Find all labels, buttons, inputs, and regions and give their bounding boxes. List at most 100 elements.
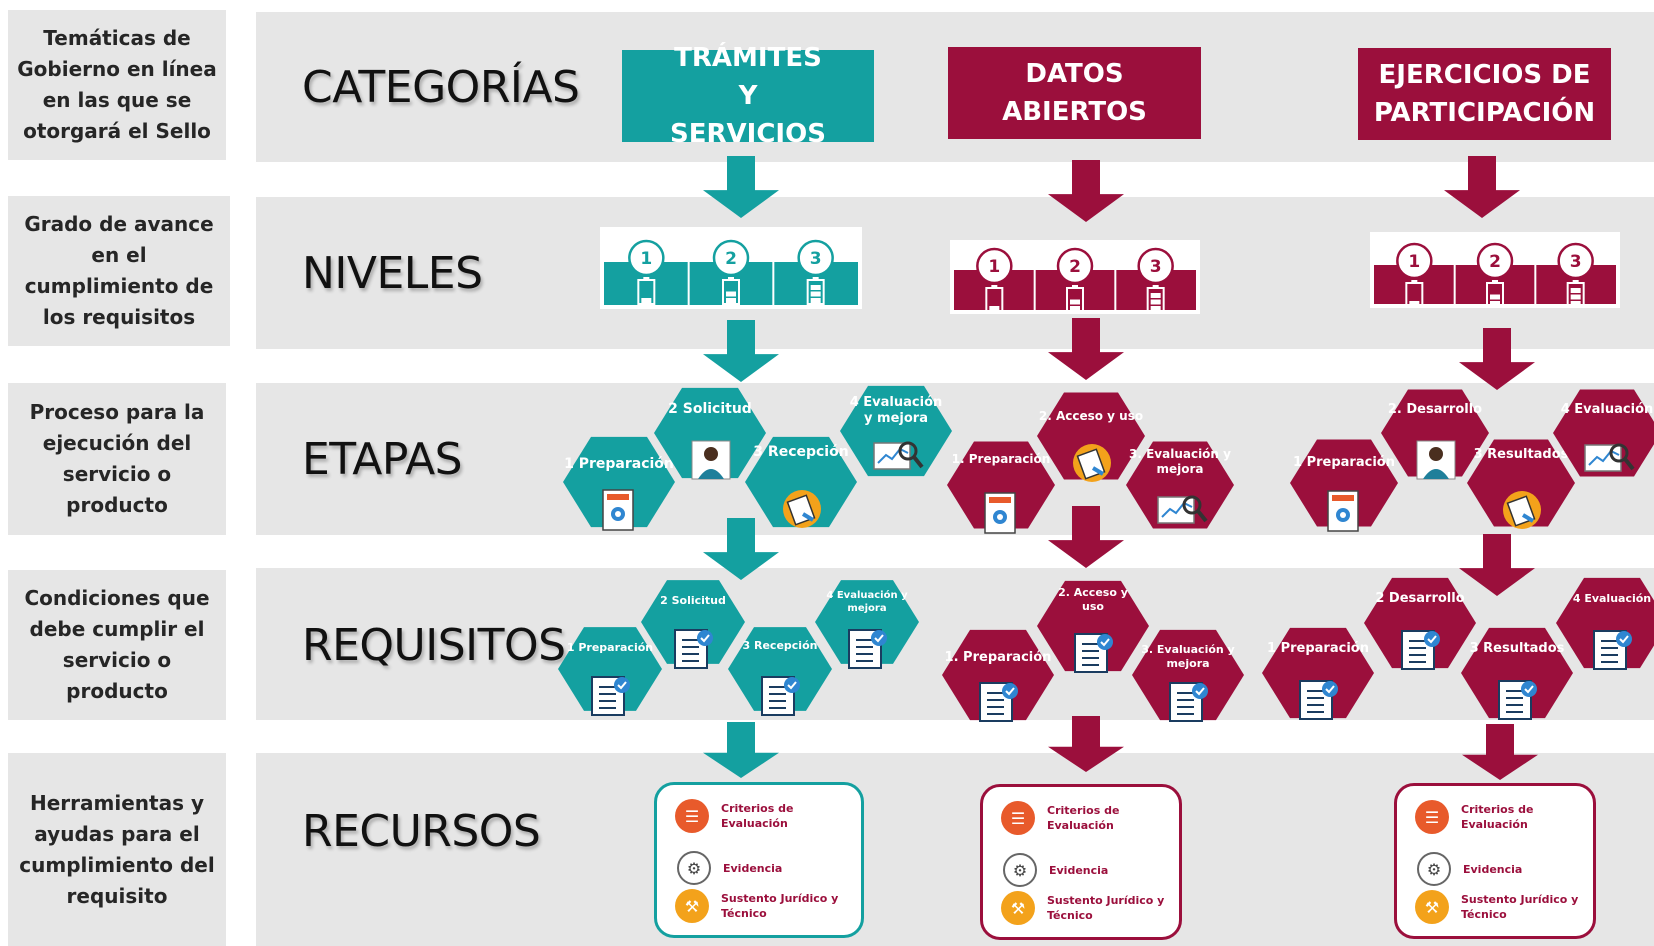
arrow-down-icon bbox=[1462, 724, 1538, 780]
battery-level bbox=[1150, 306, 1161, 311]
stage-hexagon: 2. Desarrollo bbox=[1381, 389, 1489, 480]
checklist-icon bbox=[1593, 630, 1632, 670]
row-title-categorias: CATEGORÍAS bbox=[302, 62, 580, 113]
battery-level bbox=[1409, 301, 1420, 306]
gear-document-icon bbox=[1327, 490, 1359, 532]
arrow-down-icon bbox=[703, 722, 779, 778]
battery-icon bbox=[1492, 280, 1498, 283]
hexagon-label: mejora bbox=[847, 603, 886, 614]
battery-level bbox=[1070, 306, 1080, 311]
hexagon-shape bbox=[728, 627, 832, 711]
stage-hexagon: 1 Preparación bbox=[563, 436, 675, 531]
battery-level bbox=[1150, 299, 1161, 305]
hexagon-label: 1 Preparación bbox=[567, 641, 653, 654]
hexagon-shape bbox=[947, 441, 1055, 529]
category-datos-abiertos: DATOS ABIERTOS bbox=[948, 47, 1201, 139]
gear-icon: ⚙ bbox=[1417, 852, 1451, 886]
person-icon bbox=[691, 440, 731, 480]
resource-label: Evidencia bbox=[723, 861, 783, 875]
arrow-down-icon bbox=[703, 320, 779, 382]
hexagon-label: y mejora bbox=[864, 411, 928, 426]
gear-document-icon bbox=[984, 492, 1016, 534]
gear-document-icon bbox=[602, 489, 634, 531]
hexagon-shape bbox=[1556, 577, 1654, 669]
magnifier-chart-icon bbox=[1157, 495, 1208, 524]
resource-label: Sustento Jurídico y Técnico bbox=[721, 892, 839, 920]
battery-level bbox=[1570, 288, 1581, 293]
resource-evidencia: ⚙ Evidencia bbox=[1003, 853, 1108, 887]
level-number: 1 bbox=[640, 249, 652, 269]
magnifier-chart-icon bbox=[1584, 443, 1635, 472]
resource-criterios: ☰ Criterios de Evaluación bbox=[1001, 801, 1179, 835]
hexagon-shape bbox=[1381, 389, 1489, 477]
battery-icon bbox=[637, 279, 656, 305]
hexagon-label: mejora bbox=[1156, 462, 1203, 476]
hexagon-shape bbox=[745, 436, 857, 528]
hexagon-shape bbox=[942, 629, 1054, 721]
hexagon-shape bbox=[1461, 627, 1573, 719]
level-circle bbox=[628, 239, 665, 277]
battery-level bbox=[726, 298, 736, 303]
row-description-requisitos: Condiciones que debe cumplir el servicio… bbox=[8, 570, 226, 720]
hexagon-label: 1 Preparación bbox=[1293, 455, 1395, 470]
gavel-icon: ⚒ bbox=[1001, 891, 1035, 925]
arrow-down-icon bbox=[1459, 328, 1535, 390]
level-number: 1 bbox=[988, 257, 1000, 277]
resource-label: Criterios de Evaluación bbox=[1461, 803, 1534, 831]
resource-label: Evidencia bbox=[1049, 863, 1109, 877]
row-description-niveles: Grado de avance en el cumplimiento de lo… bbox=[8, 196, 230, 346]
checklist-icon bbox=[1299, 680, 1338, 720]
hexagon-label: 1. Preparación bbox=[945, 650, 1052, 665]
battery-level bbox=[1490, 294, 1500, 300]
hexagon-shape bbox=[558, 627, 662, 711]
row-description-recursos: Herramientas y ayudas para el cumplimien… bbox=[8, 753, 226, 946]
arrow-down-icon bbox=[1459, 534, 1535, 596]
battery-level bbox=[810, 285, 821, 290]
checklist-icon bbox=[761, 676, 800, 716]
hexagon-label: 2 Desarrollo bbox=[1375, 591, 1464, 606]
hexagon-label: 2. Acceso y uso bbox=[1039, 409, 1143, 423]
level-circle bbox=[976, 247, 1013, 285]
battery-level bbox=[810, 291, 821, 297]
arrow-down-icon bbox=[1048, 506, 1124, 568]
level-number: 2 bbox=[1069, 257, 1081, 277]
stage-hexagon: 3 Recepción bbox=[728, 627, 832, 716]
stage-hexagon: 3 Resultados bbox=[1461, 627, 1573, 720]
hexagon-shape bbox=[1467, 439, 1575, 527]
hexagon-shape bbox=[1132, 629, 1244, 721]
checklist-icon bbox=[591, 676, 630, 716]
hexagon-label: 1. Preparación bbox=[952, 452, 1051, 466]
row-title-requisitos: REQUISITOS bbox=[302, 620, 566, 671]
battery-level bbox=[726, 291, 736, 297]
person-icon bbox=[1416, 440, 1456, 480]
battery-icon bbox=[1152, 285, 1159, 288]
resource-criterios: ☰ Criterios de Evaluación bbox=[675, 799, 861, 833]
stage-hexagon: 1 Preparación bbox=[1290, 439, 1398, 532]
magnifier-chart-icon bbox=[873, 441, 924, 470]
battery-level bbox=[1070, 299, 1080, 305]
stage-hexagon: 2 Solicitud bbox=[654, 387, 766, 480]
hexagon-shape bbox=[1126, 441, 1234, 529]
resource-evidencia: ⚙ Evidencia bbox=[677, 851, 782, 885]
battery-icon bbox=[643, 277, 650, 280]
stage-hexagon: 1. Preparación bbox=[942, 629, 1054, 722]
battery-level bbox=[1150, 293, 1161, 298]
level-circle bbox=[797, 239, 834, 277]
resource-label: Sustento Jurídico y Técnico bbox=[1047, 894, 1165, 922]
hexagon-shape bbox=[815, 580, 919, 664]
arrow-down-icon bbox=[1048, 318, 1124, 380]
hexagon-label: 3. Evaluación y bbox=[1141, 643, 1234, 656]
checklist-icon bbox=[1169, 682, 1208, 722]
resource-label: Criterios de Evaluación bbox=[1047, 804, 1120, 832]
level-number: 3 bbox=[1570, 252, 1582, 272]
checklist-icon bbox=[1074, 633, 1113, 673]
battery-level bbox=[1570, 294, 1581, 300]
level-number: 3 bbox=[1150, 257, 1162, 277]
battery-icon bbox=[722, 279, 740, 305]
stage-hexagon: 1 Preparación bbox=[1262, 627, 1374, 720]
resources-card-ejercicios: ☰ Criterios de Evaluación ⚙ Evidencia ⚒ … bbox=[1394, 783, 1596, 939]
hexagon-label: 1 Preparación bbox=[1267, 641, 1369, 656]
